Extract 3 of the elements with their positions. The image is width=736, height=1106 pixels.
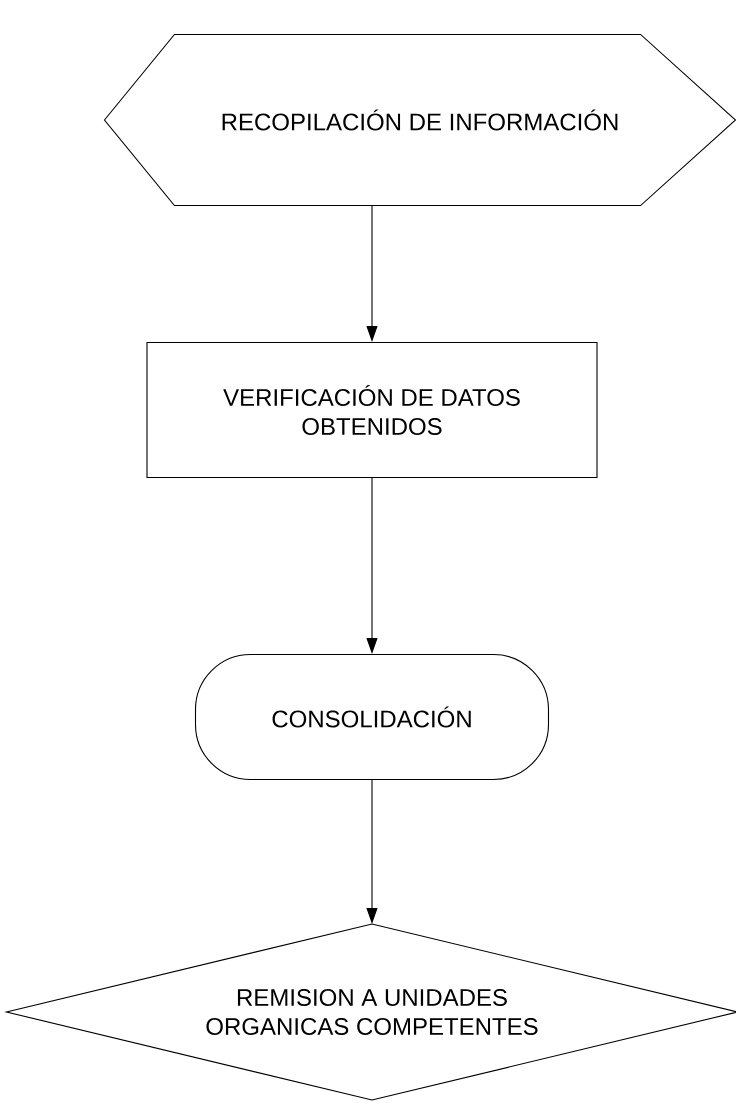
hexagon-box: RECOPILACIÓN DE INFORMACIÓN xyxy=(103,33,736,207)
terminal-box: CONSOLIDACIÓN xyxy=(194,653,550,781)
process-box: VERIFICACIÓN DE DATOS OBTENIDOS xyxy=(146,341,598,479)
